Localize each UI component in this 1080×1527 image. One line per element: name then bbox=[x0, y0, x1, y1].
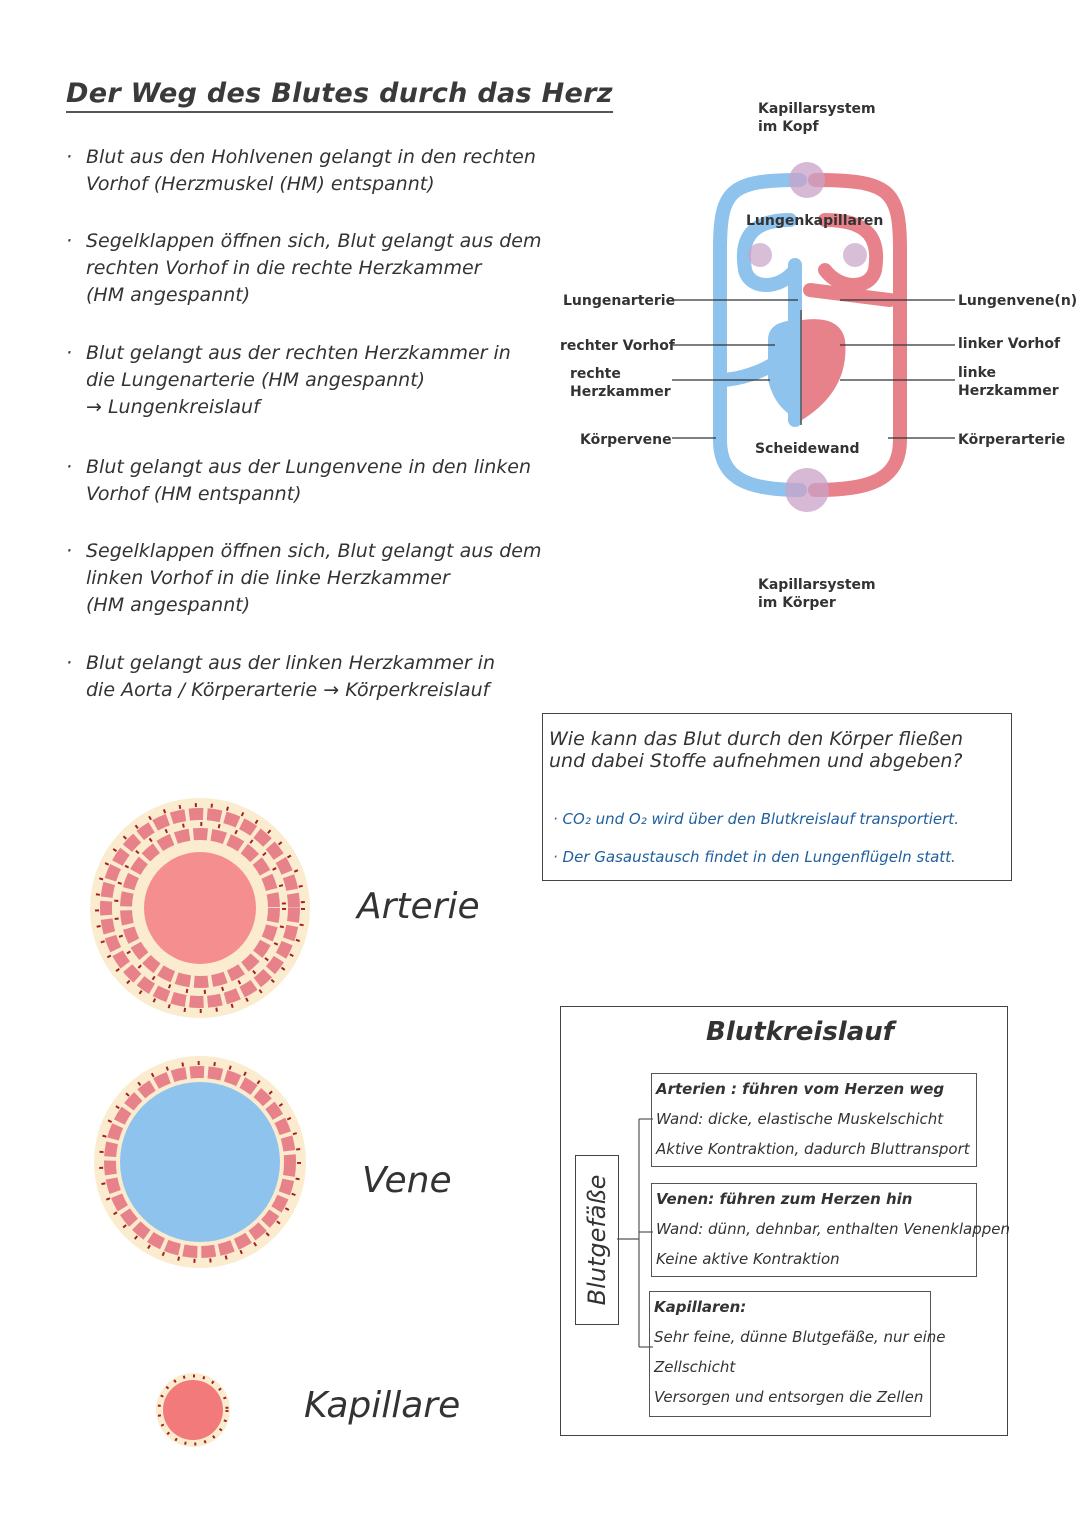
label-scheidewand: Scheidewand bbox=[755, 441, 860, 457]
label-kapillare: Kapillare bbox=[304, 1385, 461, 1426]
label-lungenkapillaren: Lungenkapillaren bbox=[746, 213, 884, 229]
page-title: Der Weg des Blutes durch das Herz bbox=[66, 78, 613, 113]
bullet-item: · Segelklappen öffnen sich, Blut gelangt… bbox=[66, 230, 542, 306]
body-capillaries bbox=[785, 468, 829, 512]
label-lungenvene: Lungenvene(n) bbox=[958, 293, 1078, 309]
bullet-item: · Blut gelangt aus der linken Herzkammer… bbox=[66, 652, 495, 701]
head-capillaries bbox=[789, 162, 825, 198]
label-arterie: Arterie bbox=[357, 886, 480, 927]
kapillaren-box: Kapillaren: Sehr feine, dünne Blutgefäße… bbox=[649, 1291, 946, 1417]
question-box: Wie kann das Blut durch den Körper fließ… bbox=[542, 713, 1012, 881]
label-linker-vorhof: linker Vorhof bbox=[958, 336, 1061, 352]
label-koerpervene: Körpervene bbox=[580, 432, 672, 448]
question-text: Wie kann das Blut durch den Körper fließ… bbox=[549, 728, 964, 772]
lung-capillaries-left bbox=[748, 243, 772, 267]
label-vene: Vene bbox=[362, 1160, 452, 1201]
left-heart bbox=[802, 319, 846, 420]
label-koerperarterie: Körperarterie bbox=[958, 432, 1066, 448]
venen-box: Venen: führen zum Herzen hin Wand: dünn,… bbox=[651, 1183, 1010, 1277]
answer-item: · Der Gasaustausch findet in den Lungenf… bbox=[553, 848, 956, 866]
capillary-cross-section bbox=[156, 1373, 230, 1447]
lung-capillaries-right bbox=[843, 243, 867, 267]
label-leader-lines bbox=[672, 299, 955, 439]
blutkreislauf-title: Blutkreislauf bbox=[706, 1017, 895, 1047]
label-lungenarterie: Lungenarterie bbox=[563, 293, 676, 309]
blutkreislauf-box: Blutkreislauf Blutgefäße Arterien : führ… bbox=[560, 1006, 1010, 1436]
right-heart bbox=[768, 320, 800, 420]
oxygen-rich-vessels bbox=[803, 173, 907, 497]
bullet-item: · Segelklappen öffnen sich, Blut gelangt… bbox=[66, 540, 542, 616]
blutgefaesse-label: Blutgefäße bbox=[583, 1174, 611, 1306]
artery-cross-section bbox=[90, 798, 310, 1018]
blutgefaesse-label-box: Blutgefäße bbox=[575, 1155, 619, 1325]
bullet-item: · Blut gelangt aus der Lungenvene in den… bbox=[66, 456, 532, 505]
vein-cross-section bbox=[94, 1056, 306, 1268]
answer-item: · CO₂ und O₂ wird über den Blutkreislauf… bbox=[553, 810, 959, 828]
bullet-item: · Blut aus den Hohlvenen gelangt in den … bbox=[66, 146, 536, 195]
label-rechter-vorhof: rechter Vorhof bbox=[560, 338, 675, 354]
bracket-lines bbox=[617, 1118, 653, 1348]
bullet-item: · Blut gelangt aus der rechten Herzkamme… bbox=[66, 342, 511, 418]
arterien-box: Arterien : führen vom Herzen weg Wand: d… bbox=[651, 1073, 977, 1167]
